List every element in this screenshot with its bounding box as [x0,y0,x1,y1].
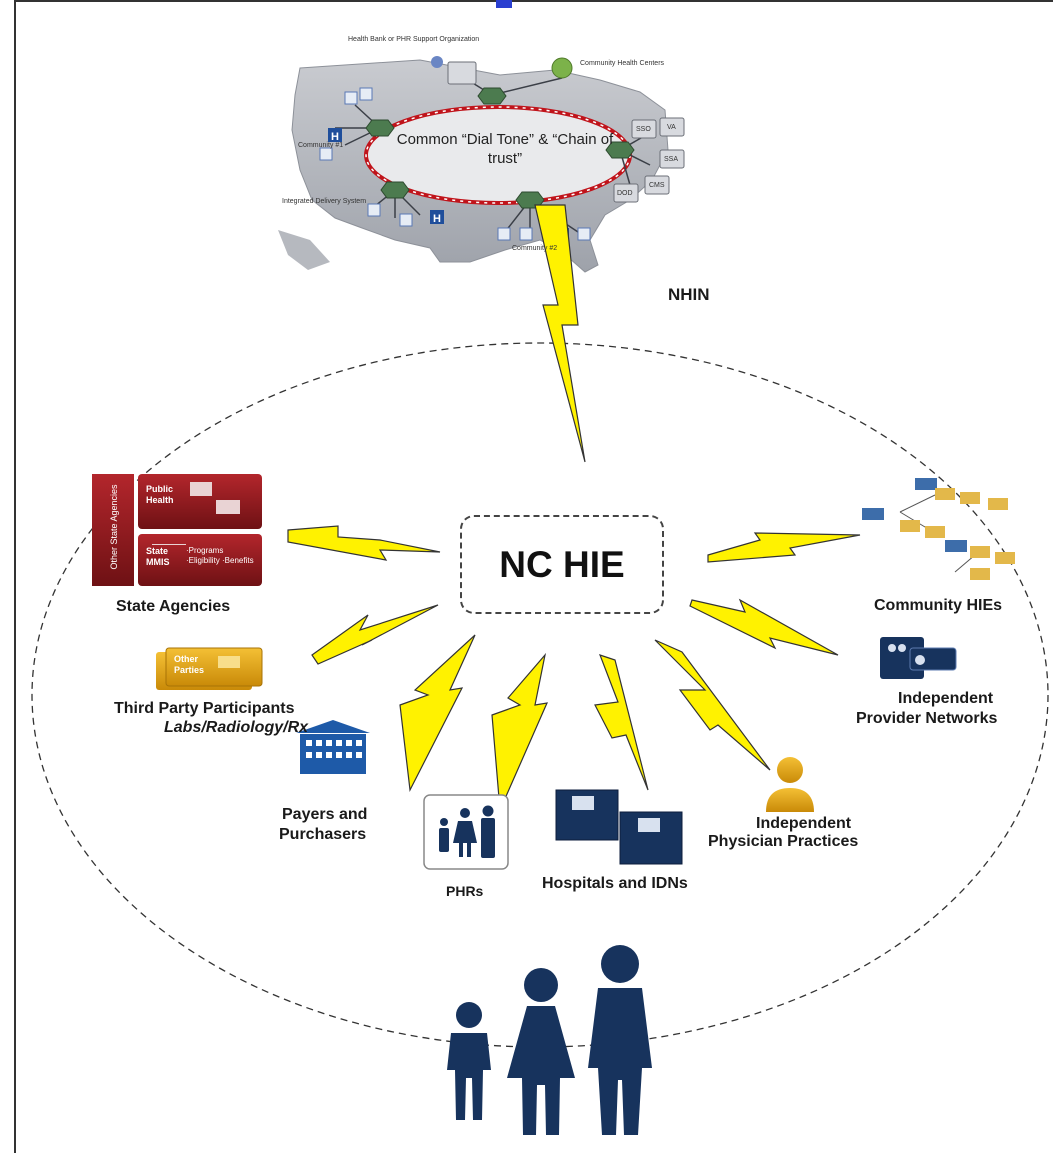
third-party-label-2: Labs/Radiology/Rx [164,719,309,736]
bolt-hospitals [594,654,649,791]
state-mmis-label: State MMIS [146,546,170,567]
physicians-label-2: Physician Practices [708,833,859,850]
bolt-state-agencies [287,525,441,561]
frame-top-border [14,0,1053,2]
physicians-label-1: Independent [756,815,852,832]
agency-sso: SSO [636,126,651,133]
bolt-physicians [654,639,771,771]
svg-text:H: H [331,131,339,143]
phrs-family-icon [423,794,509,870]
bolt-third-party [311,604,439,665]
health-bank-label: Health Bank or PHR Support Organization [348,36,480,43]
bolt-phrs [491,652,548,811]
nc-hie-label: NC HIE [499,543,625,585]
agency-boxes [447,61,685,203]
frame-left-border [14,0,16,1153]
public-health-label: Public Health [146,484,174,505]
third-party-label-1: Third Party Participants [114,700,295,717]
provider-networks-label-2: Provider Networks [856,710,998,727]
physician-icon [766,757,814,812]
payers-label-2: Purchasers [279,826,367,843]
state-agencies-icon [92,474,262,586]
mmis-programs-label: ·Programs ·Eligibility ·Benefits [186,546,254,565]
provider-networks-label-1: Independent [898,690,994,707]
agency-ssa: SSA [664,156,679,163]
svg-text:H: H [433,213,441,225]
third-party-card-label: Other Parties [174,654,205,675]
integrated-delivery-label: Integrated Delivery System [282,198,367,205]
citizen-family-icon [447,945,652,1135]
payers-building-icon [296,720,370,774]
bolt-community-hies [707,532,861,563]
hospitals-icon [555,789,683,865]
community-health-center-icon [551,57,573,79]
agency-cms: CMS [649,182,665,189]
agency-va: VA [667,124,676,131]
health-bank-person-icon [431,56,443,68]
bolt-nhin [534,204,586,463]
community-health-centers-label: Community Health Centers [580,60,665,67]
bolt-payers [399,634,476,793]
payers-label-1: Payers and [282,806,368,823]
top-accent [496,0,512,8]
hospitals-label: Hospitals and IDNs [542,875,688,892]
agency-dod: DOD [617,190,633,197]
nc-hie-hub: NC HIE [460,515,664,614]
community-2-label: Community #2 [512,245,558,252]
chain-of-trust-text: Common “Dial Tone” & “Chain of trust” [396,131,614,167]
state-agencies-label: State Agencies [116,598,231,615]
gateway-nodes [365,87,635,209]
community-hies-label: Community HIEs [874,597,1003,614]
third-party-icon [156,647,263,690]
community-hies-icon [862,478,1015,580]
phrs-label: PHRs [446,883,484,899]
bolt-provider-networks [689,598,839,656]
state-agencies-side-label: Other State Agencies [109,484,119,570]
community-1-label: Community #1 [298,142,344,149]
provider-networks-icon [880,637,957,679]
nhin-label: NHIN [668,285,710,304]
nc-boundary-ellipse [31,342,1049,1048]
